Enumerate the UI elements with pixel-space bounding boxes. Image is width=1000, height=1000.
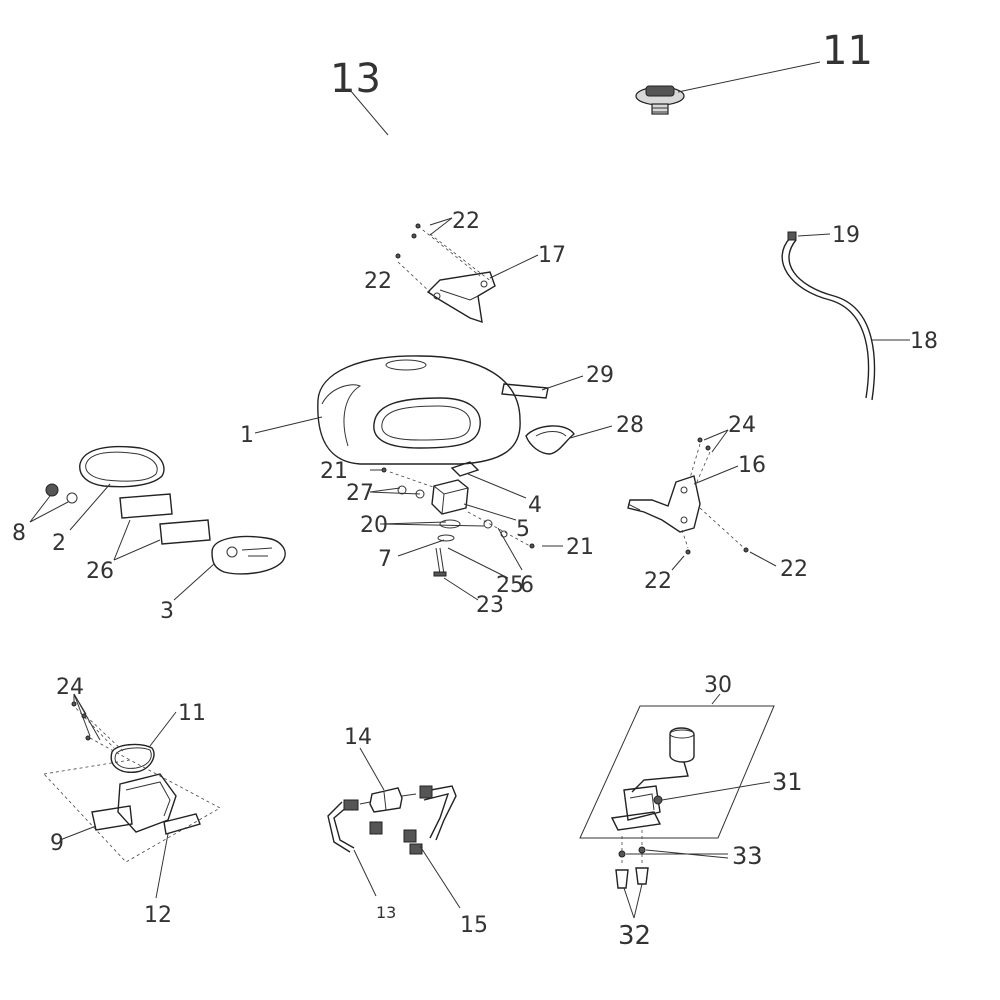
label-6: 6 bbox=[520, 573, 534, 598]
part-29-decal bbox=[501, 383, 549, 399]
label-13-top: 13 bbox=[330, 56, 381, 102]
label-30: 30 bbox=[704, 673, 732, 698]
label-17: 17 bbox=[538, 243, 566, 268]
part-1-fuel-tank bbox=[317, 355, 521, 465]
label-15: 15 bbox=[460, 913, 488, 938]
label-29: 29 bbox=[586, 363, 614, 388]
label-32: 32 bbox=[618, 921, 651, 951]
label-11-top: 11 bbox=[822, 28, 873, 74]
label-25: 25 bbox=[496, 573, 524, 598]
part-14-fuel-filter bbox=[359, 787, 417, 813]
label-33: 33 bbox=[732, 842, 763, 870]
label-16: 16 bbox=[738, 453, 766, 478]
part-18-breather-hose bbox=[781, 231, 876, 401]
label-2: 2 bbox=[52, 531, 66, 556]
label-7: 7 bbox=[378, 547, 392, 572]
label-26: 26 bbox=[86, 559, 114, 584]
label-28: 28 bbox=[616, 413, 644, 438]
part-26-decals bbox=[119, 493, 211, 545]
label-22-c: 22 bbox=[644, 569, 672, 594]
label-1: 1 bbox=[240, 423, 254, 448]
label-5: 5 bbox=[516, 517, 530, 542]
label-21-a: 21 bbox=[320, 459, 348, 484]
part-2-tank-panel bbox=[79, 445, 165, 488]
part-32-bolts bbox=[615, 830, 649, 889]
label-22-d: 22 bbox=[780, 557, 808, 582]
part-30-fuel-pump bbox=[579, 705, 775, 839]
label-27: 27 bbox=[346, 481, 374, 506]
part-3-emblem bbox=[211, 535, 286, 575]
label-20: 20 bbox=[360, 513, 388, 538]
part-28-cover bbox=[525, 425, 575, 455]
label-23: 23 bbox=[476, 593, 504, 618]
label-31: 31 bbox=[772, 768, 803, 796]
part-13-fuel-line bbox=[327, 785, 457, 855]
part-11-fuel-cap-top bbox=[635, 85, 685, 115]
label-24-right: 24 bbox=[728, 413, 756, 438]
label-22-b: 22 bbox=[364, 269, 392, 294]
label-19: 19 bbox=[832, 223, 860, 248]
part-8-screws bbox=[45, 483, 78, 504]
label-12: 12 bbox=[144, 903, 172, 928]
label-13-bottom: 13 bbox=[376, 903, 396, 922]
label-22-a: 22 bbox=[452, 209, 480, 234]
part-4-mount-block bbox=[431, 461, 480, 515]
part-9-fuel-pump-module bbox=[43, 743, 221, 863]
label-21-b: 21 bbox=[566, 535, 594, 560]
part-17-rear-bracket bbox=[426, 271, 496, 324]
label-9: 9 bbox=[50, 831, 64, 856]
part-16-front-bracket bbox=[627, 475, 701, 533]
label-18: 18 bbox=[910, 329, 938, 354]
label-4: 4 bbox=[528, 493, 542, 518]
label-3: 3 bbox=[160, 599, 174, 624]
label-11-bottom: 11 bbox=[178, 701, 206, 726]
label-8: 8 bbox=[12, 521, 26, 546]
label-24-left: 24 bbox=[56, 675, 84, 700]
label-14: 14 bbox=[344, 725, 372, 750]
